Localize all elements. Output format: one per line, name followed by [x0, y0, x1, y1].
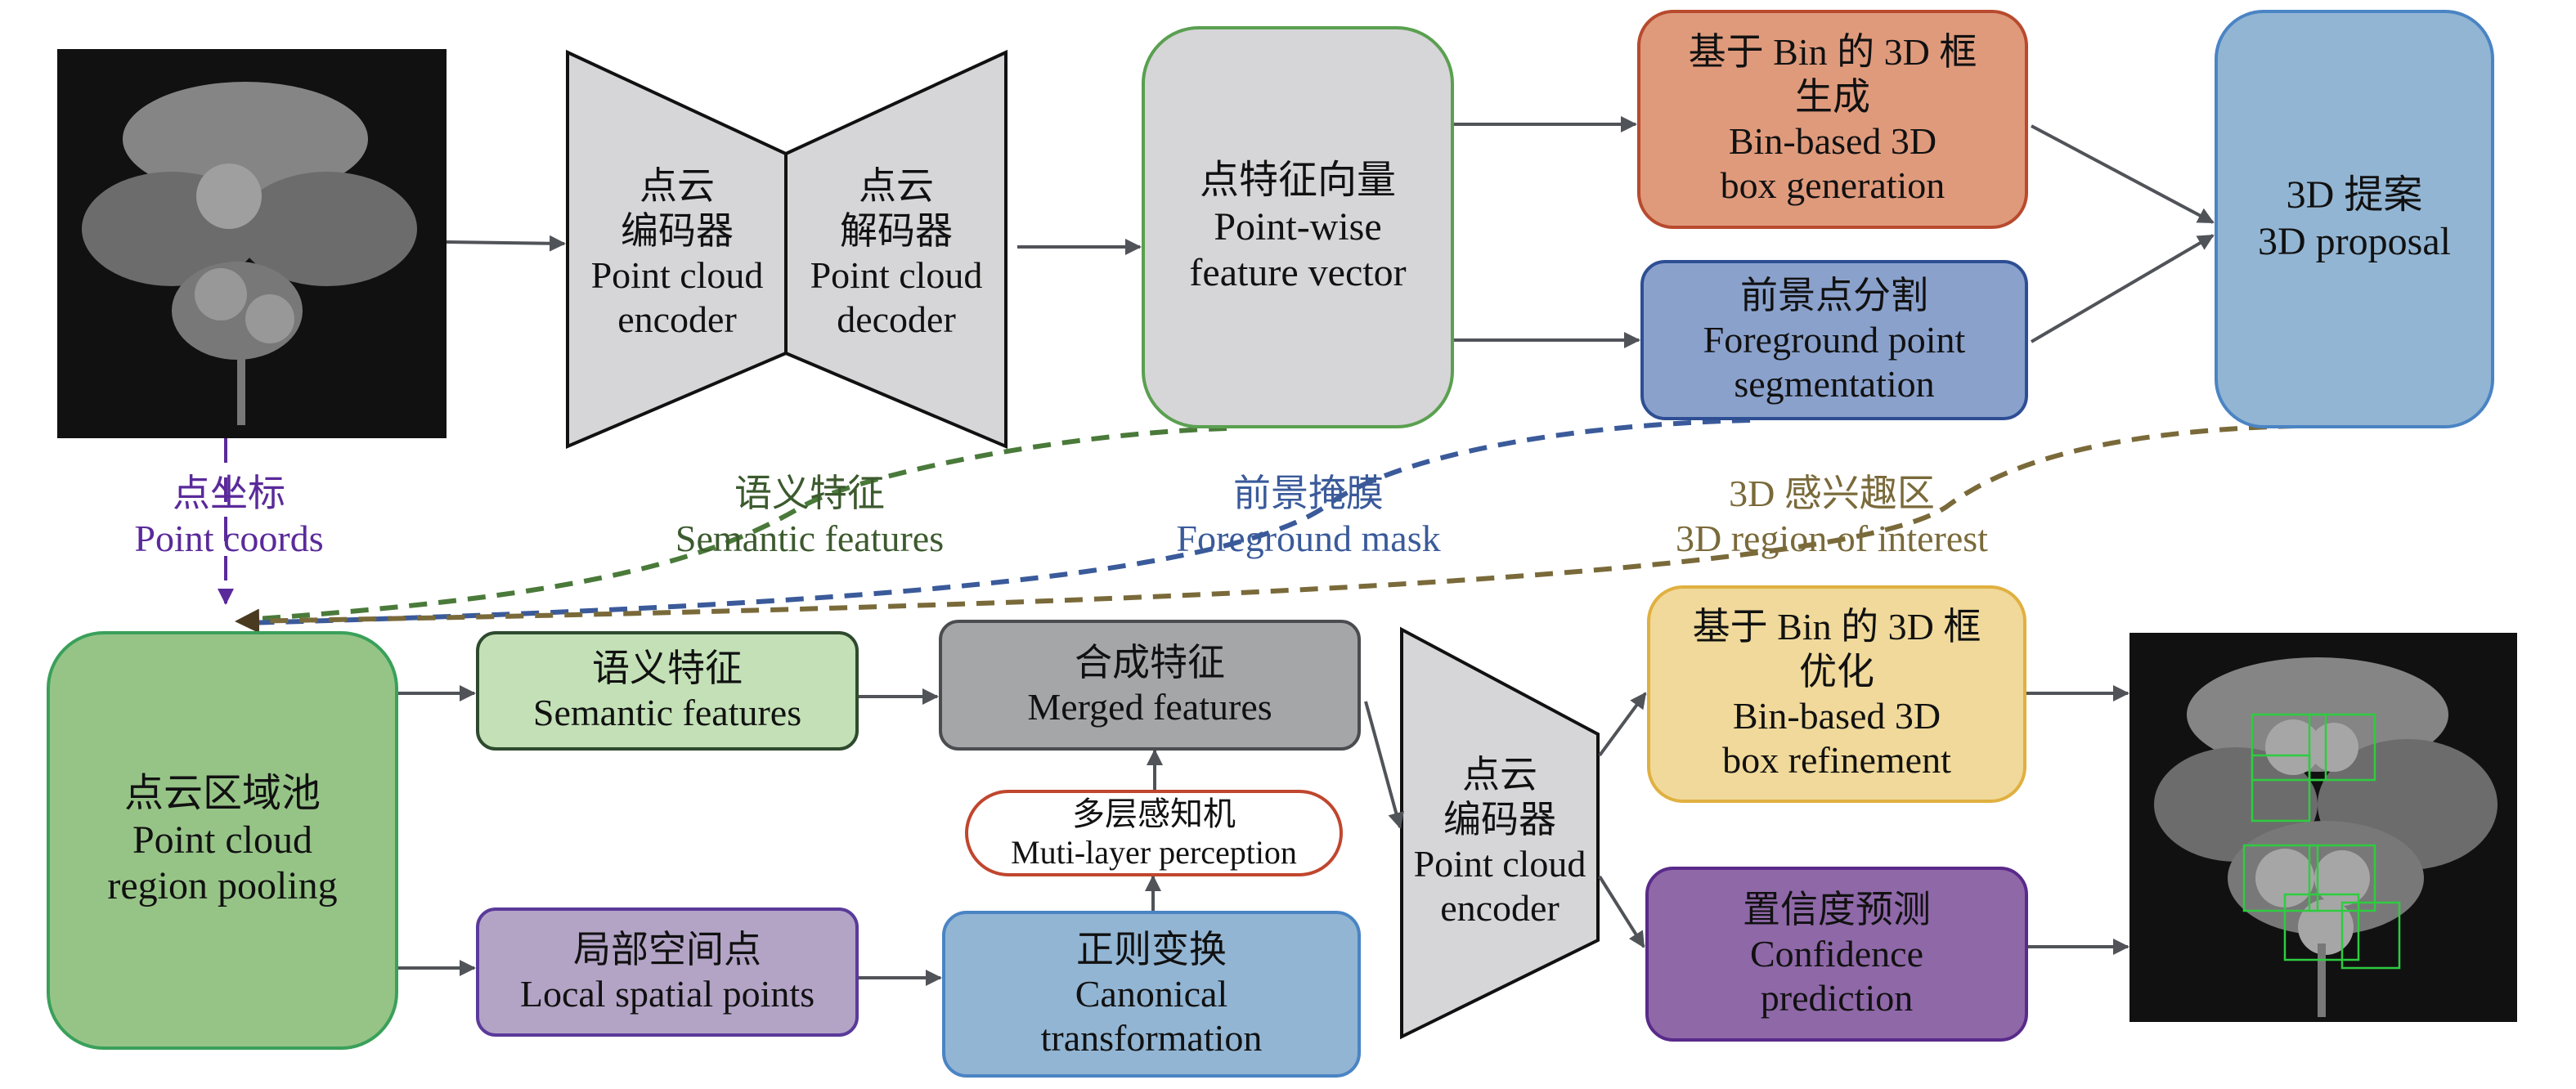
- semantic-features-box: 语义特征 Semantic features: [476, 631, 859, 751]
- detection-box: [2340, 901, 2401, 970]
- local-spatial-en: Local spatial points: [519, 973, 815, 1015]
- connector-roi: [235, 423, 2356, 634]
- confidence-en-2: prediction: [1760, 977, 1914, 1020]
- bin-generation-en-2: box generation: [1720, 164, 1945, 207]
- feature-vector-en-1: Point-wise: [1214, 204, 1382, 249]
- bin-refine-en-1: Bin-based 3D: [1732, 695, 1941, 737]
- encoder-label: 点云 编码器 Point cloud encoder: [568, 147, 787, 360]
- feature-vector-zh: 点特征向量: [1199, 159, 1396, 203]
- canonical-transformation-box: 正则变换 Canonical transformation: [942, 911, 1361, 1078]
- proposal-en: 3D proposal: [2258, 220, 2451, 263]
- semantic-features-label: 语义特征 Semantic features: [622, 471, 998, 561]
- foreground-segmentation-box: 前景点分割 Foreground point segmentation: [1640, 260, 2028, 420]
- canonical-en-2: transformation: [1040, 1017, 1263, 1060]
- foreground-mask-en: Foreground mask: [1176, 518, 1441, 560]
- encoder2-zh-1: 点云: [1462, 754, 1537, 796]
- plant-point-cloud-icon: [82, 82, 417, 425]
- bin-generation-en-1: Bin-based 3D: [1728, 120, 1937, 162]
- encoder2-en-2: encoder: [1440, 887, 1560, 930]
- local-spatial-points-box: 局部空间点 Local spatial points: [476, 908, 859, 1037]
- point-coords-en: Point coords: [134, 518, 324, 560]
- arrow-encoder2-to-refine: [1598, 692, 1647, 757]
- region-pooling-en-1: Point cloud: [132, 818, 312, 862]
- canonical-zh: 正则变换: [1076, 928, 1227, 970]
- detection-box: [2242, 844, 2319, 912]
- merged-zh: 合成特征: [1075, 641, 1225, 683]
- confidence-prediction-box: 置信度预测 Confidence prediction: [1645, 867, 2028, 1042]
- encoder2-en-1: Point cloud: [1413, 843, 1586, 885]
- semantic-box-zh: 语义特征: [592, 647, 743, 689]
- output-detection-image: [2129, 633, 2517, 1022]
- bin-generation-box: 基于 Bin 的 3D 框 生成 Bin-based 3D box genera…: [1637, 10, 2028, 229]
- feature-vector-en-2: feature vector: [1189, 251, 1407, 295]
- encoder2-label: 点云 编码器 Point cloud encoder: [1402, 719, 1598, 965]
- merged-features-box: 合成特征 Merged features: [939, 620, 1361, 751]
- encoder-zh-2: 编码器: [621, 209, 734, 252]
- merged-en: Merged features: [1027, 686, 1272, 728]
- detection-box: [2308, 713, 2376, 782]
- semantic-box-en: Semantic features: [532, 692, 802, 733]
- foreground-mask-label: 前景掩膜 Foreground mask: [1129, 471, 1488, 561]
- connector-foreground-mask: [245, 418, 1751, 625]
- arrow-seg-to-proposal: [2030, 234, 2215, 343]
- foreground-seg-zh: 前景点分割: [1740, 274, 1928, 316]
- detection-box: [2251, 754, 2311, 822]
- bin-refine-zh-1: 基于 Bin 的 3D 框: [1692, 606, 1981, 648]
- bin-generation-zh-2: 生成: [1795, 75, 1870, 118]
- decoder-shape: [784, 49, 1008, 450]
- arrow-input-to-encoder: [446, 235, 566, 252]
- decoder-zh-1: 点云: [859, 165, 934, 208]
- encoder2-zh-2: 编码器: [1443, 798, 1556, 840]
- detection-box: [2283, 893, 2360, 961]
- encoder-en-2: encoder: [617, 298, 737, 341]
- bin-refine-zh-2: 优化: [1799, 650, 1874, 692]
- mlp-zh: 多层感知机: [1072, 795, 1236, 832]
- detection-box: [2251, 713, 2327, 782]
- bin-refine-en-2: box refinement: [1722, 739, 1951, 782]
- proposal-zh: 3D 提案: [2286, 173, 2423, 217]
- decoder-label: 点云 解码器 Point cloud decoder: [787, 147, 1006, 360]
- foreground-seg-en-2: segmentation: [1734, 363, 1935, 406]
- mlp-box: 多层感知机 Muti-layer perception: [965, 790, 1343, 876]
- mlp-en: Muti-layer perception: [1011, 834, 1297, 871]
- region-pooling-zh: 点云区域池: [123, 772, 321, 816]
- feature-vector-box: 点特征向量 Point-wise feature vector: [1142, 26, 1454, 428]
- canonical-en-1: Canonical: [1075, 972, 1228, 1015]
- decoder-en-1: Point cloud: [810, 254, 983, 296]
- encoder-en-1: Point cloud: [590, 254, 764, 296]
- arrow-merged-to-encoder2: [1364, 701, 1404, 829]
- point-coords-label: 点坐标 Point coords: [106, 471, 352, 561]
- point-coords-zh: 点坐标: [173, 473, 285, 514]
- bin-refinement-box: 基于 Bin 的 3D 框 优化 Bin-based 3D box refine…: [1647, 585, 2026, 803]
- confidence-en-1: Confidence: [1749, 932, 1924, 975]
- roi-zh: 3D 感兴趣区: [1729, 473, 1935, 514]
- input-point-cloud-image: [57, 49, 447, 438]
- confidence-zh: 置信度预测: [1743, 888, 1931, 930]
- roi-en: 3D region of interest: [1676, 518, 1988, 560]
- bin-generation-zh-1: 基于 Bin 的 3D 框: [1688, 31, 1977, 74]
- semantic-features-zh: 语义特征: [734, 473, 885, 514]
- foreground-mask-zh: 前景掩膜: [1233, 473, 1384, 514]
- arrow-bin-to-proposal: [2031, 124, 2215, 224]
- roi-label: 3D 感兴趣区 3D region of interest: [1619, 471, 2044, 561]
- local-spatial-zh: 局部空间点: [573, 928, 761, 970]
- decoder-en-2: decoder: [837, 298, 956, 341]
- region-pooling-en-2: region pooling: [107, 864, 338, 908]
- proposal-box: 3D 提案 3D proposal: [2215, 10, 2494, 428]
- foreground-seg-en-1: Foreground point: [1703, 318, 1966, 361]
- semantic-features-en: Semantic features: [675, 518, 945, 560]
- plant-detection-result-icon: [2154, 657, 2497, 1017]
- encoder-zh-1: 点云: [640, 165, 715, 208]
- arrow-encoder2-to-confidence: [1598, 875, 1645, 948]
- encoder2-shape: [1400, 626, 1600, 1040]
- decoder-zh-2: 解码器: [840, 209, 953, 252]
- region-pooling-box: 点云区域池 Point cloud region pooling: [47, 631, 398, 1050]
